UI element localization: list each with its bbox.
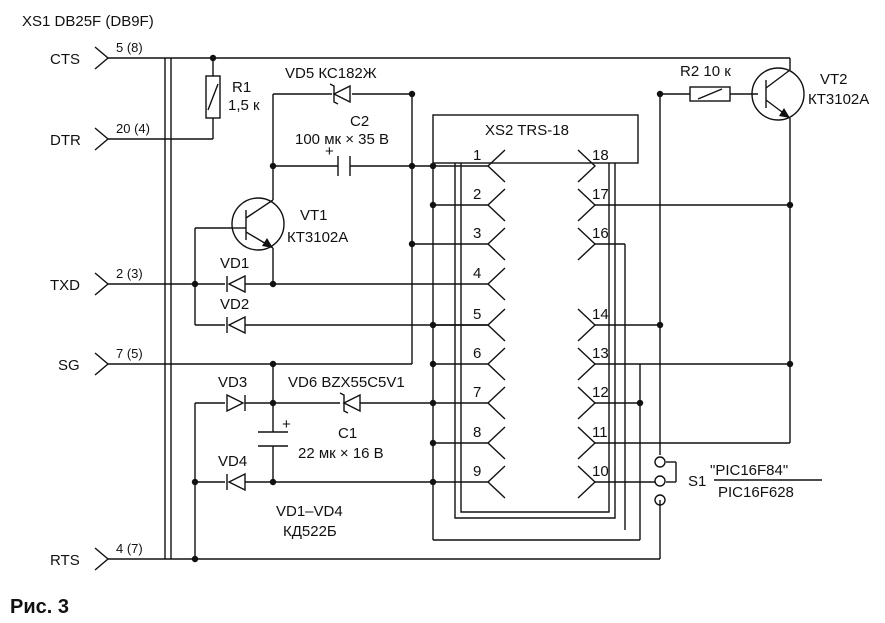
vt2-value: КТ3102А (808, 91, 869, 108)
vt2-name: VT2 (820, 71, 848, 88)
c2-plus: + (325, 143, 334, 160)
switch-option-top: "PIC16F84" (710, 462, 788, 479)
pin-name-dtr: DTR (50, 132, 81, 149)
figure-caption: Рис. 3 (10, 596, 69, 618)
pin-name-txd: TXD (50, 277, 80, 294)
pin-name-cts: CTS (50, 51, 80, 68)
socket-pin-4: 4 (473, 265, 481, 282)
cable-shield (164, 58, 172, 559)
vd4-label: VD4 (218, 453, 247, 470)
socket-pin-10: 10 (592, 463, 609, 480)
vd5-label: VD5 КС182Ж (285, 65, 377, 82)
socket-outline (432, 114, 639, 519)
vd6-label: VD6 BZX55C5V1 (288, 374, 405, 391)
c1-name: C1 (338, 425, 357, 442)
pin-number-cts: 5 (8) (116, 40, 143, 55)
socket-pin-9: 9 (473, 463, 481, 480)
pin-name-sg: SG (58, 357, 80, 374)
capacitor-c1 (258, 431, 288, 447)
socket-pin-14: 14 (592, 306, 609, 323)
socket-pin-7: 7 (473, 384, 481, 401)
pin-name-rts: RTS (50, 552, 80, 569)
socket-pin-12: 12 (592, 384, 609, 401)
vd2-label: VD2 (220, 296, 249, 313)
socket-pin-13: 13 (592, 345, 609, 362)
socket-pin-11: 11 (592, 424, 608, 441)
transistor-vt1 (231, 197, 285, 251)
pin-number-sg: 7 (5) (116, 346, 143, 361)
socket-pin-17: 17 (592, 186, 609, 203)
r1-name: R1 (232, 79, 251, 96)
r2-label: R2 10 к (680, 63, 731, 80)
vt1-name: VT1 (300, 207, 328, 224)
socket-title: XS2 TRS-18 (485, 122, 569, 139)
socket-chevrons (486, 149, 597, 499)
diode-vd4 (226, 472, 246, 492)
socket-pin-1: 1 (473, 147, 481, 164)
capacitor-c2 (337, 156, 351, 176)
connector-title: XS1 DB25F (DB9F) (22, 13, 154, 30)
socket-pin-2: 2 (473, 186, 481, 203)
diode-vd2 (226, 315, 246, 335)
vd1-label: VD1 (220, 255, 249, 272)
socket-pin-3: 3 (473, 225, 481, 242)
pin-connectors (94, 46, 110, 571)
switch-option-bottom: PIC16F628 (718, 484, 794, 501)
wires (108, 57, 791, 560)
diode-group-value: КД522Б (283, 523, 337, 540)
socket-pin-8: 8 (473, 424, 481, 441)
switch-name: S1 (688, 473, 706, 490)
pin-number-dtr: 20 (4) (116, 121, 150, 136)
vt1-value: КТ3102А (287, 229, 348, 246)
c1-value: 22 мк × 16 В (298, 445, 384, 462)
transistor-vt2 (751, 67, 805, 121)
resistor-r1 (205, 75, 221, 119)
c2-name: C2 (350, 113, 369, 130)
resistor-r2 (689, 86, 731, 102)
diode-group-name: VD1–VD4 (276, 503, 343, 520)
c2-value: 100 мк × 35 В (295, 131, 389, 148)
pin-number-txd: 2 (3) (116, 266, 143, 281)
vd3-label: VD3 (218, 374, 247, 391)
socket-pin-16: 16 (592, 225, 609, 242)
c1-plus: + (282, 416, 291, 433)
r1-value: 1,5 к (228, 97, 260, 114)
socket-pin-18: 18 (592, 147, 609, 164)
diode-vd3 (226, 393, 246, 413)
junction-dots (191, 54, 794, 563)
switch-s1 (654, 456, 666, 506)
zener-vd5 (329, 83, 351, 105)
socket-pin-5: 5 (473, 306, 481, 323)
pin-number-rts: 4 (7) (116, 541, 143, 556)
zener-vd6 (339, 392, 361, 414)
socket-pin-6: 6 (473, 345, 481, 362)
diode-vd1 (226, 274, 246, 294)
